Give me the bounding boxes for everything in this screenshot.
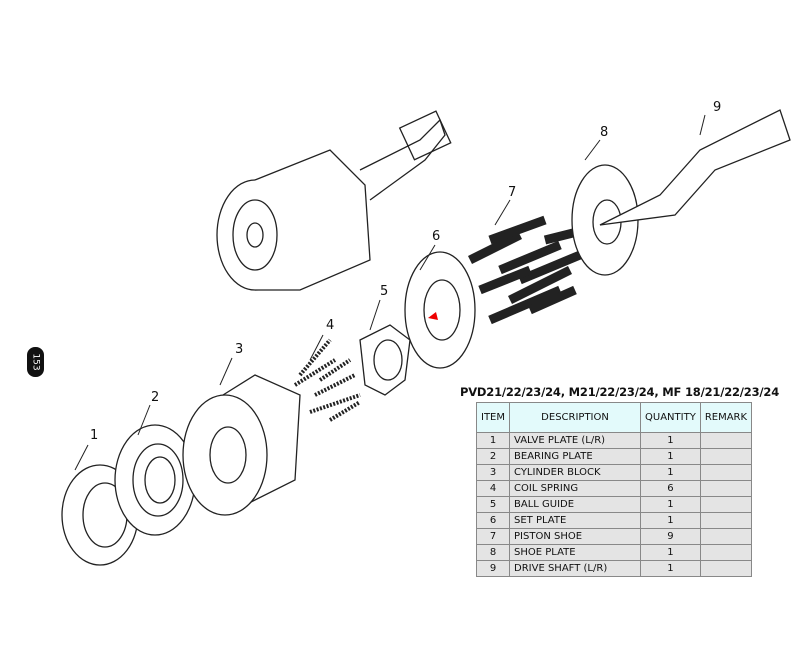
cell-quantity: 1 xyxy=(640,432,701,449)
callout-leaders xyxy=(74,114,706,471)
callout-6: 6 xyxy=(432,229,441,244)
cell-item: 5 xyxy=(475,496,511,513)
cell-quantity: 1 xyxy=(640,512,701,529)
callout-3: 3 xyxy=(235,342,244,357)
callout-8: 8 xyxy=(600,125,609,140)
callout-4: 4 xyxy=(326,318,335,333)
cell-quantity: 1 xyxy=(640,496,701,513)
callout-2: 2 xyxy=(151,390,160,405)
cell-remark xyxy=(699,496,753,513)
page-number-badge: 153 xyxy=(27,347,44,377)
cell-quantity: 9 xyxy=(640,528,701,545)
cell-remark xyxy=(699,432,753,449)
cell-quantity: 1 xyxy=(640,464,701,481)
callout-1: 1 xyxy=(90,428,99,443)
cell-item: 4 xyxy=(475,480,511,497)
callout-5: 5 xyxy=(380,284,389,299)
cell-quantity: 6 xyxy=(640,480,701,497)
cylinder-block-drawing xyxy=(182,374,301,516)
cell-description: COIL SPRING xyxy=(509,480,642,497)
cell-description: SHOE PLATE xyxy=(509,544,642,561)
header-quantity: QUANTITY xyxy=(640,402,701,433)
cell-description: SET PLATE xyxy=(509,512,642,529)
cell-quantity: 1 xyxy=(640,448,701,465)
cell-item: 9 xyxy=(475,560,511,577)
cell-description: PISTON SHOE xyxy=(509,528,642,545)
page-number: 153 xyxy=(30,353,41,371)
piston-shoes-drawing xyxy=(467,215,587,325)
callout-9: 9 xyxy=(713,100,722,115)
cell-remark xyxy=(699,560,753,577)
table-title: PVD21/22/23/24, M21/22/23/24, MF 18/21/2… xyxy=(460,385,780,399)
set-plate-drawing xyxy=(404,251,476,369)
cell-quantity: 1 xyxy=(640,544,701,561)
cell-remark xyxy=(699,528,753,545)
cell-item: 7 xyxy=(475,528,511,545)
cell-quantity: 1 xyxy=(640,560,701,577)
cell-description: CYLINDER BLOCK xyxy=(509,464,642,481)
cell-item: 3 xyxy=(475,464,511,481)
cell-description: VALVE PLATE (L/R) xyxy=(509,432,642,449)
header-description: DESCRIPTION xyxy=(509,402,642,433)
cell-remark xyxy=(699,448,753,465)
bearing-plate-drawing xyxy=(114,424,196,536)
ball-guide-drawing xyxy=(359,324,411,396)
cell-description: BALL GUIDE xyxy=(509,496,642,513)
cell-remark xyxy=(699,544,753,561)
callout-7: 7 xyxy=(508,185,517,200)
header-remark: REMARK xyxy=(699,402,753,433)
assembled-pump-drawing xyxy=(216,110,452,291)
header-item: ITEM xyxy=(475,402,511,433)
drive-shaft-drawing xyxy=(599,109,791,226)
shoe-plate-drawing xyxy=(571,164,639,276)
table-header-row: ITEM DESCRIPTION QUANTITY REMARK xyxy=(475,402,753,433)
cell-item: 1 xyxy=(475,432,511,449)
coil-springs-drawing xyxy=(293,338,362,422)
cell-remark xyxy=(699,480,753,497)
cell-description: DRIVE SHAFT (L/R) xyxy=(509,560,642,577)
cell-item: 2 xyxy=(475,448,511,465)
cell-item: 6 xyxy=(475,512,511,529)
cell-remark xyxy=(699,512,753,529)
cell-item: 8 xyxy=(475,544,511,561)
cell-description: BEARING PLATE xyxy=(509,448,642,465)
cell-remark xyxy=(699,464,753,481)
